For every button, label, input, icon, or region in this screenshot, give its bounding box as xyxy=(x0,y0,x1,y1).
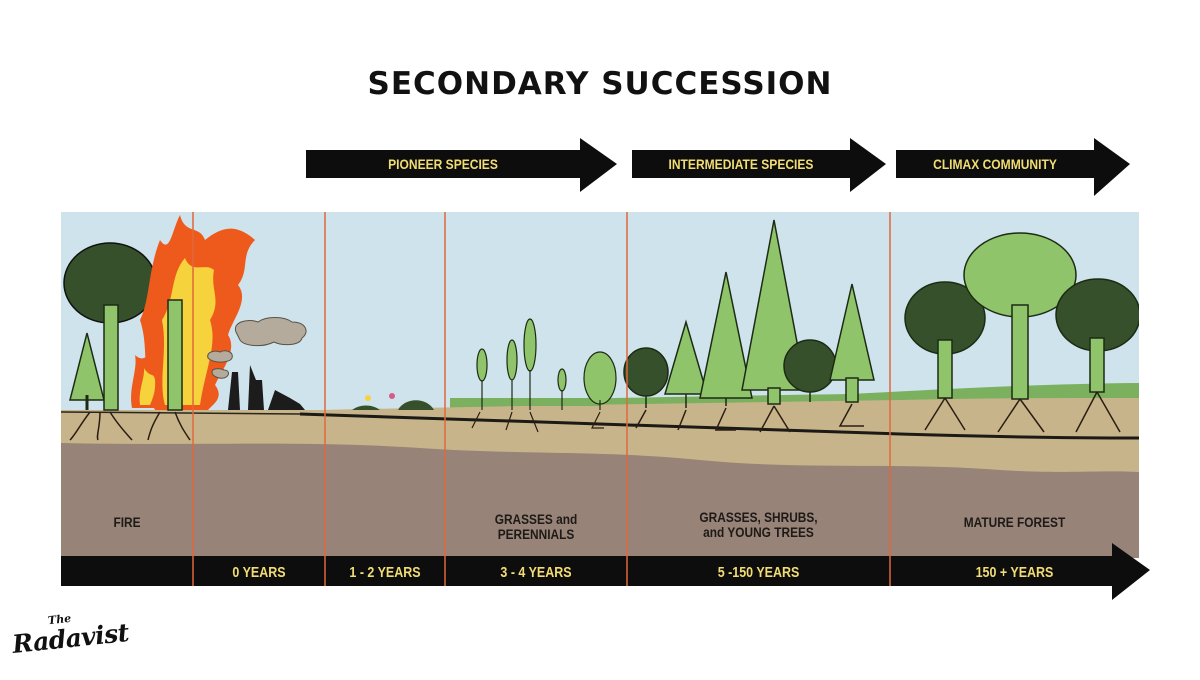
shrub xyxy=(623,347,669,397)
stage-dividers xyxy=(192,212,891,558)
phase-label-pioneer: PIONEER SPECIES xyxy=(388,156,498,172)
stage-label-fire: FIRE xyxy=(113,515,141,530)
phase-label-intermediate: INTERMEDIATE SPECIES xyxy=(668,156,814,172)
timeline-dividers xyxy=(192,556,891,586)
timeline-arrow xyxy=(61,543,1150,600)
stage-label-line: and YOUNG TREES xyxy=(703,525,814,540)
stage-label-line: GRASSES, SHRUBS, xyxy=(699,510,818,525)
stage-label-mature-forest: MATURE FOREST xyxy=(963,515,1066,530)
phase-label-climax: CLIMAX COMMUNITY xyxy=(933,156,1057,172)
fire-scene xyxy=(63,215,307,441)
year-label-3-4: 3 - 4 YEARS xyxy=(500,565,572,581)
pioneer-arrow xyxy=(306,138,617,192)
shrub xyxy=(783,339,837,393)
stage-label-line: PERENNIALS xyxy=(497,527,575,542)
year-label-150-plus: 150 + YEARS xyxy=(975,565,1054,581)
year-label-1-2: 1 - 2 YEARS xyxy=(349,565,421,581)
mature-forest xyxy=(904,232,1139,433)
climax-arrow xyxy=(896,138,1130,196)
shrubs-and-young-trees xyxy=(623,219,875,433)
deep-soil-layer xyxy=(61,443,1139,558)
stage-label-shrubs-young-trees: GRASSES, SHRUBS, and YOUNG TREES xyxy=(643,510,874,540)
year-label-0: 0 YEARS xyxy=(232,565,286,581)
year-label-5-150: 5 -150 YEARS xyxy=(717,565,800,581)
smoke-cloud xyxy=(234,317,307,347)
stage-label-grasses-perennials: GRASSES and PERENNIALS xyxy=(456,512,616,542)
humus-line xyxy=(299,412,1139,440)
phase-arrows xyxy=(306,138,1130,196)
landscape-panel xyxy=(61,212,1139,558)
seedlings xyxy=(352,393,434,410)
intermediate-arrow xyxy=(632,138,886,192)
stage-label-line: GRASSES and xyxy=(494,512,578,527)
charred-stumps xyxy=(228,365,305,410)
diagram-title: SECONDARY SUCCESSION xyxy=(367,66,833,102)
grasses-and-perennials xyxy=(450,318,617,433)
